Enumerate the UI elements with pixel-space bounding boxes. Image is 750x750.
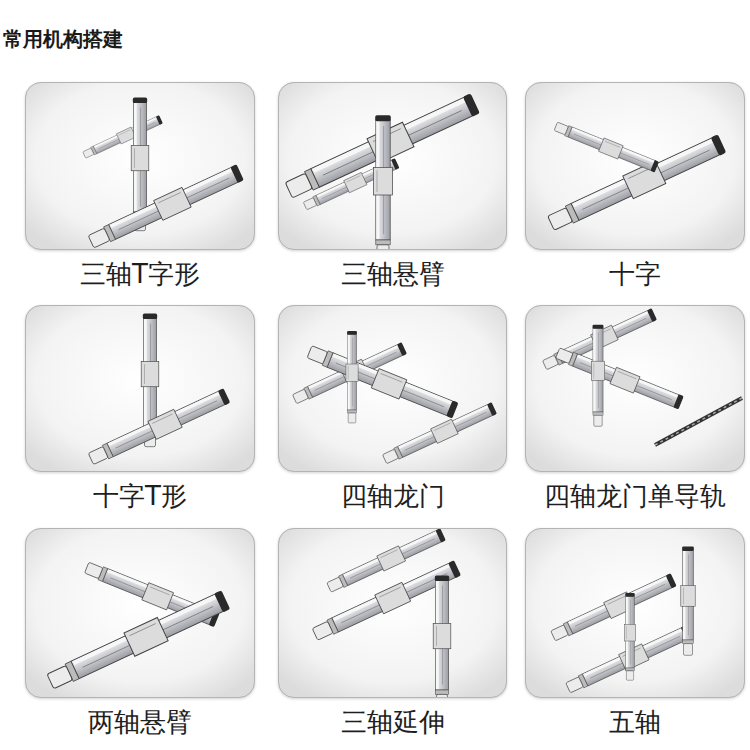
panel-caption: 四轴龙门单导轨 — [506, 479, 750, 514]
panel-caption: 三轴悬臂 — [259, 257, 526, 292]
module-panel: 三轴T字形 — [25, 82, 255, 250]
module-panel: 四轴龙门单导轨 — [525, 305, 745, 472]
module-panel: 两轴悬臂 — [25, 528, 255, 698]
panel-caption: 四轴龙门 — [259, 479, 526, 514]
module-panel: 十字T形 — [25, 305, 255, 472]
panel-caption: 五轴 — [506, 705, 750, 740]
module-panel: 五轴 — [525, 528, 745, 698]
panel-caption: 三轴延伸 — [259, 705, 526, 740]
panel-caption: 十字 — [506, 257, 750, 292]
module-panel: 三轴悬臂 — [278, 82, 507, 250]
module-panel: 四轴龙门 — [278, 305, 507, 472]
module-panel: 三轴延伸 — [278, 528, 507, 698]
panel-caption: 三轴T字形 — [6, 257, 274, 292]
panel-caption: 十字T形 — [6, 479, 274, 514]
module-panel: 十字 — [525, 82, 745, 250]
page-title: 常用机构搭建 — [3, 26, 123, 53]
panel-caption: 两轴悬臂 — [6, 705, 274, 740]
